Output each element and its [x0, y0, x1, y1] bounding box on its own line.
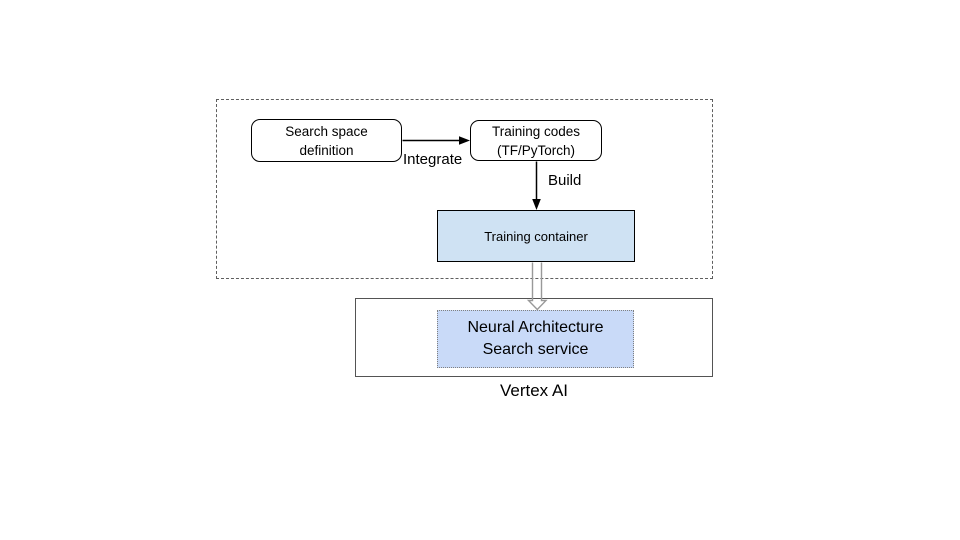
- training-codes-box: Training codes (TF/PyTorch): [470, 120, 602, 161]
- search-space-label-line1: Search space: [285, 123, 368, 139]
- pipeline-dashed-group: [216, 99, 713, 279]
- search-space-definition-box: Search space definition: [251, 119, 402, 162]
- training-container-box: Training container: [437, 210, 635, 262]
- training-codes-label-line1: Training codes: [491, 123, 581, 139]
- training-codes-label-line2: (TF/PyTorch): [496, 142, 575, 158]
- training-container-label: Training container: [484, 228, 588, 244]
- build-edge-label: Build: [548, 172, 582, 189]
- nas-service-label-line1: Neural Architecture: [467, 319, 604, 336]
- nas-service-label-line2: Search service: [482, 341, 589, 358]
- vertex-ai-caption: Vertex AI: [499, 381, 569, 400]
- search-space-label-line2: definition: [299, 142, 354, 158]
- nas-service-box: Neural Architecture Search service: [437, 310, 634, 368]
- integrate-edge-label: Integrate: [403, 151, 463, 168]
